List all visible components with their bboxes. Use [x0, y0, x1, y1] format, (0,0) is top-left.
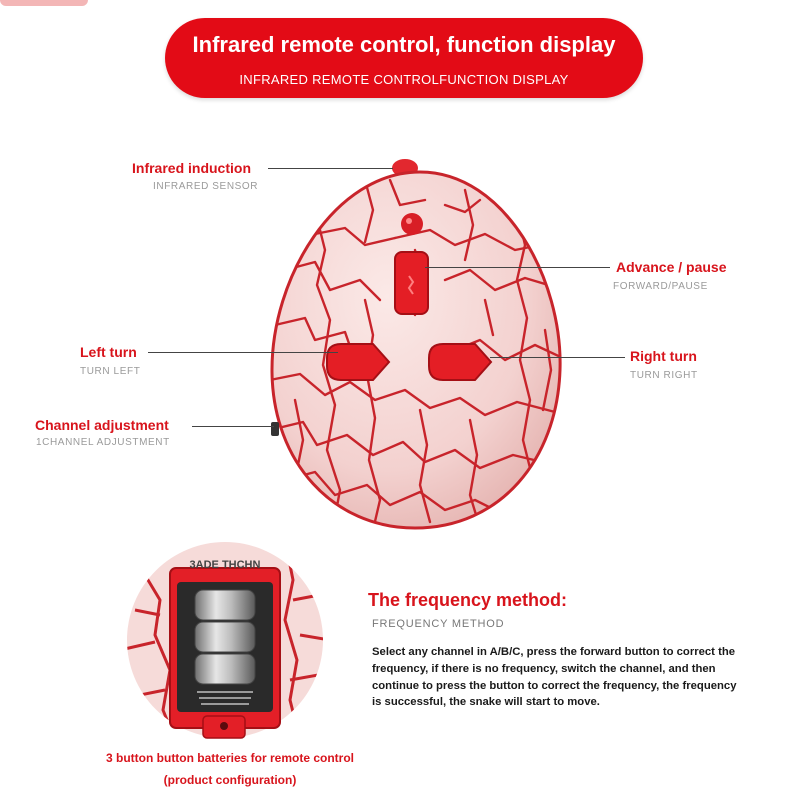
frequency-instructions: Select any channel in A/B/C, press the f… [372, 646, 737, 709]
frequency-subtitle: FREQUENCY METHOD [372, 618, 505, 630]
callout-advance-sub: FORWARD/PAUSE [613, 281, 708, 292]
frequency-title: The frequency method: [368, 590, 568, 610]
leader-line [268, 168, 393, 169]
leader-line [148, 352, 338, 353]
leader-line [192, 426, 274, 427]
channel-switch[interactable] [271, 422, 279, 436]
compartment-marking: 3ADE THCHN [190, 559, 261, 571]
callout-infrared-label: Infrared induction [132, 160, 251, 176]
battery-caption-line2: (product configuration) [163, 773, 297, 787]
battery-caption-line1: 3 button button batteries for remote con… [106, 751, 354, 765]
callout-channel-sub: 1CHANNEL ADJUSTMENT [36, 437, 170, 448]
left-turn-button[interactable] [326, 343, 391, 381]
callout-right-sub: TURN RIGHT [630, 370, 698, 381]
leader-line [490, 357, 625, 358]
page-title: Infrared remote control, function displa… [192, 32, 616, 57]
corner-decoration [0, 0, 88, 6]
egg-remote-illustration [270, 159, 562, 530]
callout-channel-label: Channel adjustment [35, 417, 169, 433]
callout-left-label: Left turn [80, 344, 137, 360]
leader-line [425, 267, 610, 268]
right-turn-button[interactable] [428, 343, 493, 381]
header-banner [165, 18, 643, 98]
battery-compartment-illustration: 3ADE THCHN [127, 542, 323, 739]
callout-infrared-sub: INFRARED SENSOR [153, 181, 259, 192]
callout-left-sub: TURN LEFT [80, 366, 141, 377]
callout-advance-label: Advance / pause [616, 259, 727, 275]
page-subtitle: INFRARED REMOTE CONTROLFUNCTION DISPLAY [239, 72, 569, 87]
callout-right-label: Right turn [630, 348, 697, 364]
